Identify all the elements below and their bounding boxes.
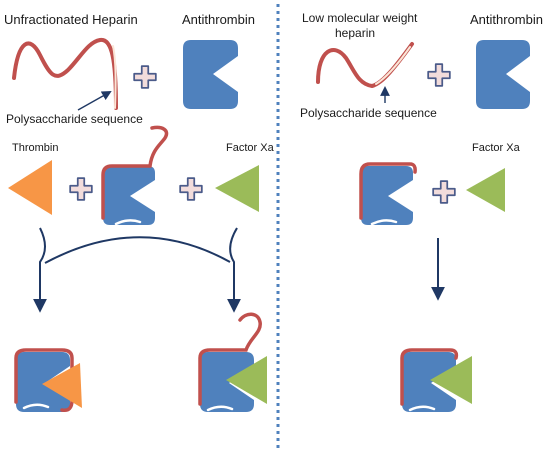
title-antithrombin-left: Antithrombin [182,12,255,27]
title-lmw-heparin-line2: heparin [335,26,375,40]
title-unfractionated-heparin: Unfractionated Heparin [4,12,138,27]
antithrombin-heparin-complex [101,125,169,226]
factor-xa-triangle [215,165,259,212]
pointer-arrow [77,91,112,111]
plus-icon [433,181,455,203]
result-complex-thrombin [14,348,82,413]
antithrombin-lmwh-complex [359,162,417,226]
thrombin-label: Thrombin [12,142,58,154]
polysaccharide-label-right: Polysaccharide sequence [300,106,437,120]
result-complex-lmwh-factor-xa [400,348,472,412]
factor-xa-triangle-right [466,168,505,212]
branching-arrows [33,227,241,313]
polysaccharide-label-left: Polysaccharide sequence [6,112,143,126]
plus-icon [70,178,92,200]
result-complex-factor-xa [198,312,267,412]
antithrombin-shape [183,40,238,109]
factor-xa-label-left: Factor Xa [226,142,275,154]
title-lmw-heparin-line1: Low molecular weight [302,11,418,25]
lmw-heparin-chain [316,42,414,89]
unfractionated-heparin-chain [12,37,118,110]
title-antithrombin-right: Antithrombin [470,12,543,27]
plus-icon [428,64,450,86]
antithrombin-shape-right [476,40,530,109]
thrombin-triangle [8,160,52,215]
factor-xa-label-right: Factor Xa [472,142,521,154]
plus-icon [134,66,156,88]
plus-icon [180,178,202,200]
